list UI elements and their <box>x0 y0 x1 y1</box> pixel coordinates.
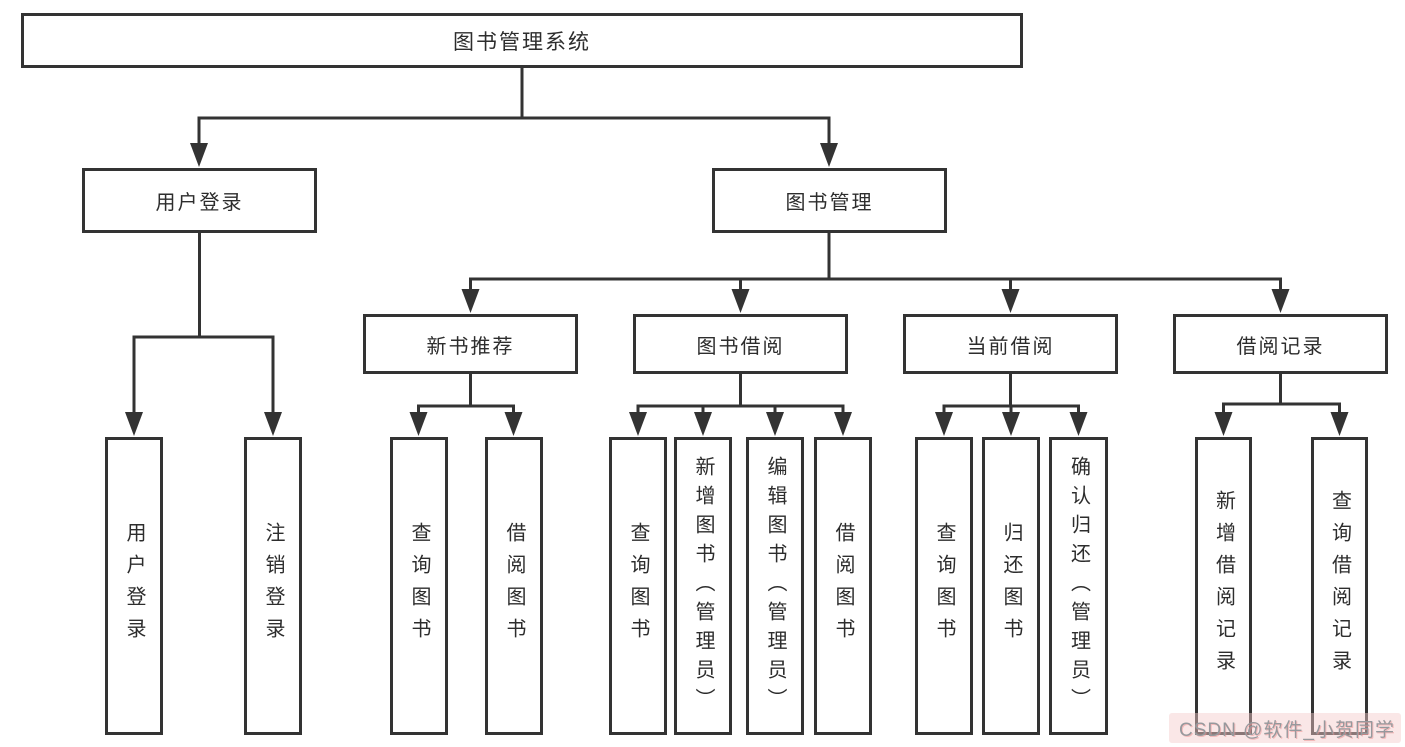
node-borrow-records: 借阅记录 <box>1173 314 1388 374</box>
leaf-label: 用户登录 <box>123 522 145 650</box>
connector-borrow-to-leaves <box>629 374 852 436</box>
leaf-label: 确认归还（管理员） <box>1067 455 1090 717</box>
leaf-label: 归还图书 <box>1000 522 1022 650</box>
leaf-label: 借阅图书 <box>832 522 854 650</box>
connector-records-to-leaves <box>1214 374 1349 436</box>
leaf-label: 查询图书 <box>408 522 430 650</box>
connector-bookmgmt-to-level3 <box>461 233 1290 313</box>
leaf-label: 查询图书 <box>627 522 649 650</box>
leaf-edit-books-admin: 编辑图书（管理员） <box>746 437 804 735</box>
leaf-label: 编辑图书（管理员） <box>764 455 786 717</box>
connector-newbooks-to-leaves <box>409 374 523 436</box>
leaf-query-books: 查询图书 <box>609 437 667 735</box>
leaf-logout: 注销登录 <box>244 437 302 735</box>
node-current-borrowing: 当前借阅 <box>903 314 1118 374</box>
leaf-borrow-books: 借阅图书 <box>814 437 872 735</box>
connector-userlogin-to-leaves <box>125 233 282 436</box>
node-root-system: 图书管理系统 <box>21 13 1023 68</box>
leaf-borrow-books: 借阅图书 <box>485 437 543 735</box>
leaf-confirm-return-admin: 确认归还（管理员） <box>1049 437 1108 735</box>
leaf-label: 新增借阅记录 <box>1212 490 1235 682</box>
leaf-label: 查询图书 <box>933 522 955 650</box>
leaf-label: 新增图书（管理员） <box>692 455 714 717</box>
leaf-label: 注销登录 <box>262 522 284 650</box>
leaf-query-books: 查询图书 <box>915 437 973 735</box>
leaf-add-books-admin: 新增图书（管理员） <box>674 437 732 735</box>
node-book-management: 图书管理 <box>712 168 947 233</box>
leaf-add-borrow-record: 新增借阅记录 <box>1195 437 1252 735</box>
leaf-query-books: 查询图书 <box>390 437 448 735</box>
leaf-query-borrow-record: 查询借阅记录 <box>1311 437 1368 735</box>
leaf-return-books: 归还图书 <box>982 437 1040 735</box>
leaf-user-login: 用户登录 <box>105 437 163 735</box>
leaf-label: 查询借阅记录 <box>1328 490 1351 682</box>
connector-current-to-leaves <box>935 374 1088 436</box>
node-user-login: 用户登录 <box>82 168 317 233</box>
node-book-borrowing: 图书借阅 <box>633 314 848 374</box>
connector-root-to-level2 <box>190 68 838 167</box>
leaf-label: 借阅图书 <box>503 522 525 650</box>
node-new-book-recommend: 新书推荐 <box>363 314 578 374</box>
csdn-watermark: CSDN @软件_小贺同学 <box>1169 713 1401 743</box>
